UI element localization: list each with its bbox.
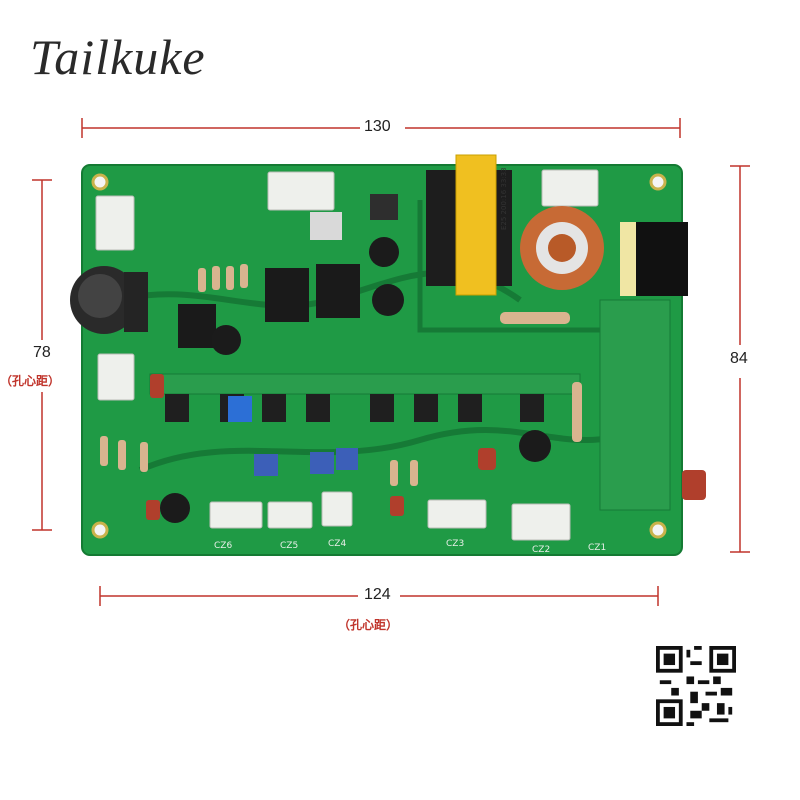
silk-label-cz2: CZ2 — [532, 545, 550, 555]
film-capacitors — [146, 374, 706, 520]
connector-top-right — [541, 169, 599, 207]
connector-left-top — [95, 195, 135, 251]
small-capacitors — [160, 194, 551, 523]
qr-code — [656, 646, 736, 726]
connector-cz4 — [321, 491, 353, 527]
power-device-right — [620, 222, 688, 296]
brand-logo-text: Tailkuke — [30, 29, 206, 85]
dimension-right-label: 84 — [730, 350, 748, 367]
vertical-daughter-board — [599, 299, 671, 511]
connector-cz3 — [427, 499, 487, 529]
connector-cz2 — [511, 503, 571, 541]
connector-cz6 — [209, 501, 263, 529]
dimension-left — [32, 179, 52, 531]
dimension-bottom — [99, 586, 659, 606]
connector-top-mid — [267, 171, 335, 211]
connector-cz7 — [97, 353, 135, 401]
silk-label-cz1: CZ1 — [588, 543, 606, 553]
dimension-top — [81, 118, 681, 138]
power-transistors — [178, 264, 360, 348]
trimmer-potentiometers — [228, 396, 358, 476]
transformer: E25 200:16 33:33 — [426, 154, 512, 296]
dimension-bottom-label: 124 — [364, 586, 391, 603]
toroid-inductor — [520, 206, 604, 290]
resistors — [100, 264, 582, 486]
dimension-left-label: 78 — [33, 344, 51, 361]
dimension-right — [730, 165, 750, 553]
dimension-top-label: 130 — [364, 118, 391, 135]
silk-label-cz5: CZ5 — [280, 541, 298, 551]
dimension-left-note: （孔心距） — [0, 374, 61, 388]
silk-label-cz6: CZ6 — [214, 541, 232, 551]
connector-cz5 — [267, 501, 313, 529]
electrolytic-capacitor-large — [70, 266, 148, 334]
svg-text:E25 200:16 33:33: E25 200:16 33:33 — [500, 167, 508, 230]
silk-label-cz4: CZ4 — [328, 539, 346, 549]
dimension-bottom-note: （孔心距） — [338, 618, 399, 632]
silk-label-cz3: CZ3 — [446, 539, 464, 549]
